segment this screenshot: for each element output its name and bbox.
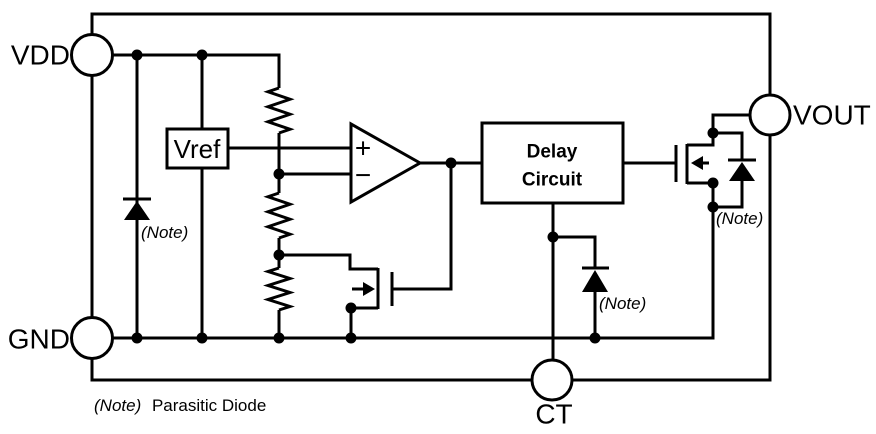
pin-label-ct: CT bbox=[535, 399, 572, 430]
wire-ct-diode-branch bbox=[553, 235, 597, 268]
wire-gnd-rail bbox=[112, 183, 715, 340]
output-nmos-arrow-icon bbox=[691, 156, 703, 170]
resistor-r1 bbox=[263, 86, 295, 135]
hysteresis-nmos bbox=[349, 268, 394, 338]
hysteresis-nmos-arrow-icon bbox=[363, 282, 375, 296]
junction-dot bbox=[547, 231, 559, 243]
comparator-opamp: + − bbox=[349, 121, 424, 205]
junction-dot bbox=[445, 157, 457, 169]
parasitic-diode-left bbox=[123, 197, 151, 220]
comparator-triangle bbox=[349, 121, 424, 205]
delay-circuit-label-line2: Circuit bbox=[522, 170, 583, 191]
junction-dots bbox=[131, 49, 719, 344]
note-label-left-diode: (Note) bbox=[141, 223, 188, 242]
junction-dot bbox=[345, 302, 357, 314]
ic-boundary-box bbox=[90, 12, 772, 382]
parasitic-diode-output bbox=[713, 131, 756, 209]
delay-circuit-label-line1: Delay bbox=[527, 142, 578, 163]
diode-output-triangle bbox=[729, 162, 755, 181]
delay-circuit-box bbox=[480, 121, 625, 205]
pin-label-gnd: GND bbox=[8, 324, 70, 355]
footnote: (Note) Parasitic Diode bbox=[94, 396, 266, 415]
junction-dot bbox=[707, 127, 719, 139]
parasitic-diode-middle bbox=[582, 266, 609, 292]
junction-dot bbox=[196, 49, 208, 61]
diode-output-top-lead bbox=[713, 131, 744, 160]
junction-dot bbox=[196, 332, 208, 344]
footnote-note-marker: (Note) bbox=[94, 396, 141, 415]
junction-dot bbox=[273, 168, 285, 180]
junction-dot bbox=[273, 249, 285, 261]
pin-label-vdd: VDD bbox=[11, 40, 70, 71]
resistor-r3 bbox=[263, 266, 295, 312]
junction-dot bbox=[131, 332, 143, 344]
comparator-plus-sign: + bbox=[355, 133, 371, 164]
wire-hysteresis-drain bbox=[279, 253, 378, 271]
junction-dot bbox=[589, 332, 601, 344]
junction-dot bbox=[707, 201, 719, 213]
footnote-text: Parasitic Diode bbox=[152, 396, 266, 415]
pin-label-vout: VOUT bbox=[793, 100, 871, 131]
gnd-pin bbox=[70, 316, 114, 360]
vout-pin bbox=[748, 93, 792, 137]
junction-dot bbox=[131, 49, 143, 61]
diode-left-triangle bbox=[124, 201, 150, 220]
ct-pin bbox=[530, 358, 574, 402]
comparator-minus-sign: − bbox=[355, 160, 371, 191]
wire-hysteresis-gate bbox=[392, 163, 453, 291]
vref-box-label: Vref bbox=[174, 134, 221, 164]
wire-vdd-rail bbox=[112, 53, 281, 88]
vref-box bbox=[165, 127, 230, 170]
diode-output-bottom-lead bbox=[713, 181, 744, 209]
note-label-middle-diode: (Note) bbox=[599, 294, 646, 313]
note-label-output-diode: (Note) bbox=[716, 209, 763, 228]
diode-middle-triangle bbox=[582, 270, 608, 292]
resistor-r2 bbox=[263, 191, 295, 240]
junction-dot bbox=[345, 332, 357, 344]
junction-dot bbox=[707, 177, 719, 189]
vdd-pin bbox=[70, 33, 114, 77]
junction-dot bbox=[273, 332, 285, 344]
